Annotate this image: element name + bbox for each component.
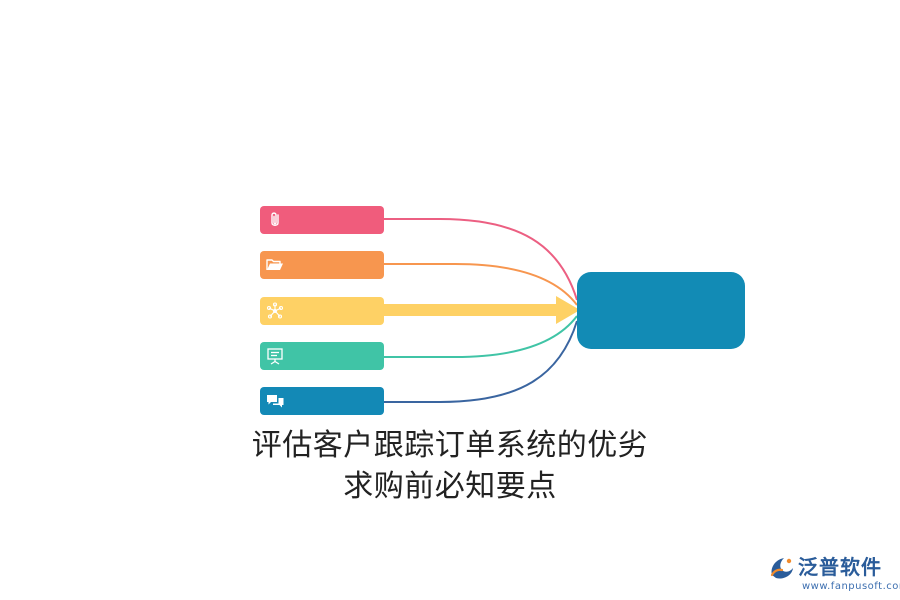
connector-line-navy [384,320,578,403]
bar-teal [260,342,384,370]
connector-line-orange [384,263,578,306]
caption-line-2: 求购前必知要点 [343,469,557,504]
folder-open-icon [266,259,283,270]
bar-blue [260,387,384,415]
paperclip-icon [271,212,279,226]
connector-line-teal [384,315,578,358]
bar-orange [260,251,384,279]
arrow-head [556,296,580,324]
presentation-board-icon [267,348,283,365]
network-icon [266,302,284,319]
caption-line-1: 评估客户跟踪订单系统的优劣 [251,428,649,463]
chat-bubbles-icon [267,395,284,408]
brand-logo: 泛普软件 www.fanpusoft.com [768,553,900,597]
logo-name: 泛普软件 [798,555,882,579]
arrow-shaft [384,304,558,316]
bar-yellow [260,297,384,325]
bar-pink [260,206,384,234]
logo-url: www.fanpusoft.com [802,581,900,592]
connector-line-pink [384,218,578,301]
target-box [577,272,745,349]
logo-mark-icon [770,558,793,579]
